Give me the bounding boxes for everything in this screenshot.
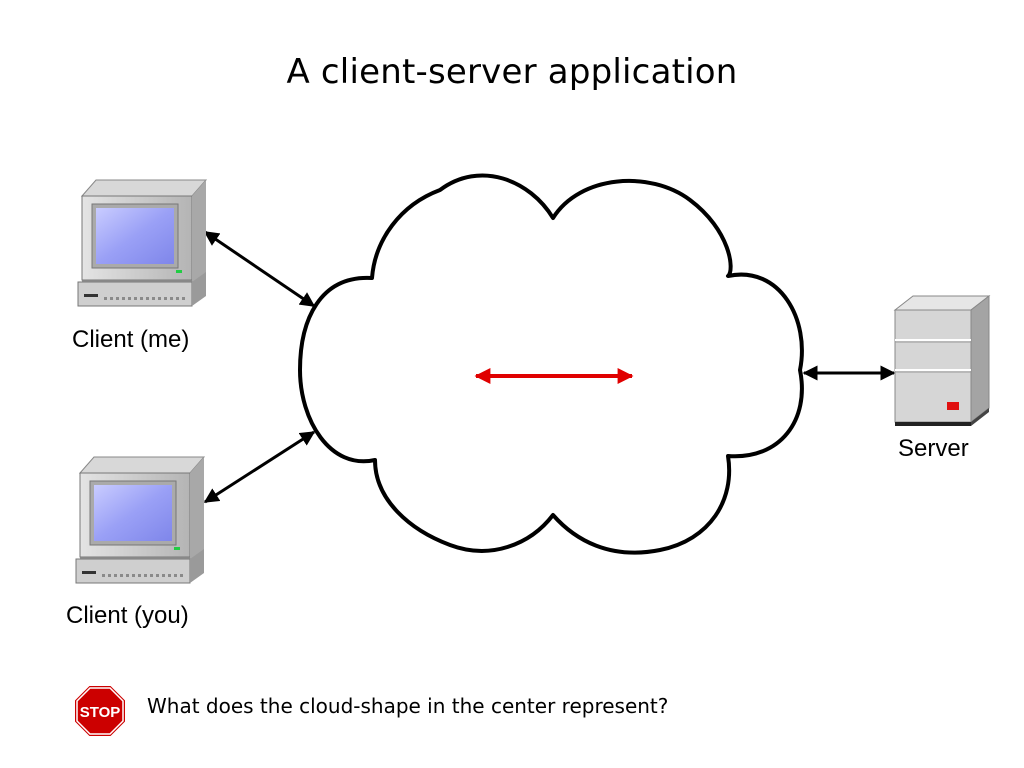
stop-sign-icon: STOP bbox=[73, 684, 127, 738]
slide-title: A client-server application bbox=[286, 52, 738, 92]
cloud-shape bbox=[298, 173, 804, 555]
client-you-label: Client (you) bbox=[66, 602, 189, 629]
client-me-label: Client (me) bbox=[72, 326, 190, 353]
server-label: Server bbox=[898, 435, 969, 462]
question-text: What does the cloud-shape in the center … bbox=[147, 694, 669, 718]
arrow-client-you-cloud bbox=[203, 430, 316, 504]
stop-sign-text: STOP bbox=[80, 704, 121, 721]
computer-icon bbox=[75, 456, 206, 584]
arrow-client-me-cloud bbox=[203, 230, 316, 308]
server-icon bbox=[893, 294, 991, 426]
computer-icon bbox=[77, 179, 208, 307]
